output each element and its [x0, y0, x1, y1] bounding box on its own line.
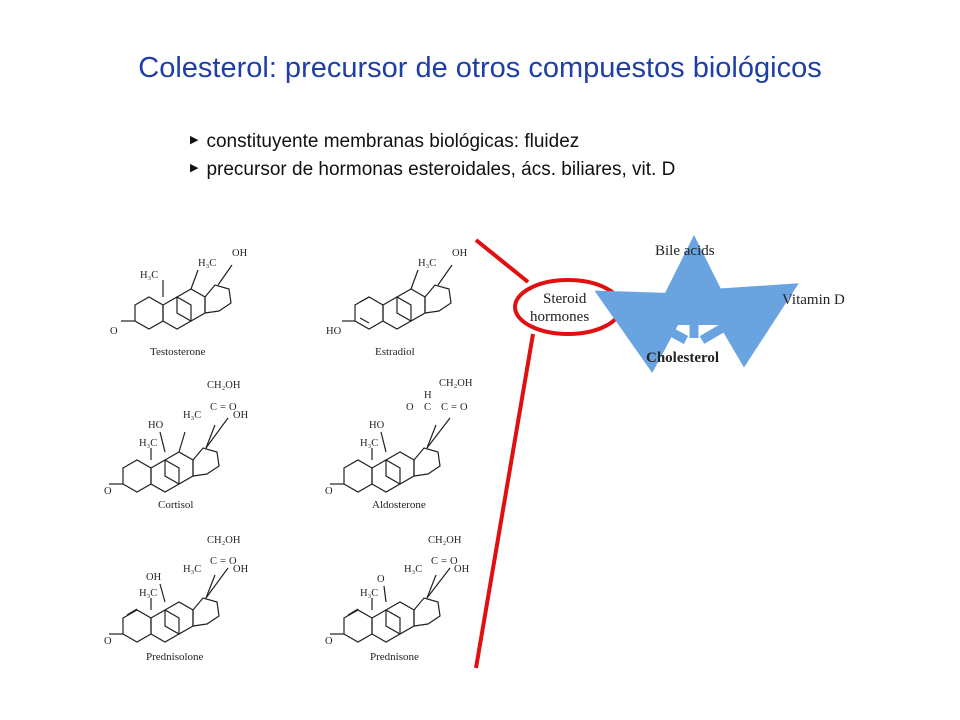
cholesterol-pathways: Bile acids Vitamin D Steroid hormones Ch…	[530, 235, 845, 373]
bullet-item: ▶ precursor de hormonas esteroidales, ác…	[190, 156, 675, 184]
atom-label: O	[229, 556, 237, 567]
atom-label: H₃C	[183, 410, 201, 421]
triangle-bullet-icon: ▶	[190, 134, 199, 146]
triangle-bullet-icon: ▶	[190, 162, 199, 174]
molecule-prednisolone: CH₂OH C = O OH H₃C OH H₃C O Prednisolone	[104, 535, 249, 663]
atom-label: O	[325, 636, 333, 647]
atom-label: =	[220, 556, 226, 567]
atom-label: O	[229, 402, 237, 413]
atom-label: H₃C	[140, 270, 158, 281]
molecule-name: Prednisolone	[146, 651, 204, 663]
molecule-testosterone: OH H₃C H₃C O Testosterone	[110, 248, 248, 358]
bullet-text: constituyente membranas biológicas: flui…	[206, 131, 580, 152]
atom-label: O	[450, 556, 458, 567]
atom-label: O	[406, 402, 414, 413]
arrow-to-steroid-hormones	[594, 290, 695, 373]
molecule-name: Aldosterone	[372, 499, 426, 511]
cholesterol-label: Cholesterol	[646, 350, 719, 366]
bullet-list: ▶ constituyente membranas biológicas: fl…	[190, 128, 675, 184]
atom-label: H₃C	[183, 564, 201, 575]
atom-label: C	[210, 402, 217, 413]
bile-acids-label: Bile acids	[655, 243, 715, 259]
atom-label: OH	[233, 564, 249, 575]
molecule-name: Testosterone	[150, 346, 206, 358]
atom-label: H₃C	[139, 588, 157, 599]
molecule-name: Prednisone	[370, 651, 419, 663]
atom-label: O	[325, 486, 333, 497]
callout-line-upper	[474, 238, 530, 284]
atom-label: HO	[326, 326, 342, 337]
atom-label: HO	[148, 420, 164, 431]
atom-label: C	[424, 402, 431, 413]
atom-label: CH₂OH	[439, 378, 473, 389]
atom-label: CH₂OH	[428, 535, 462, 546]
molecule-name: Cortisol	[158, 499, 193, 511]
atom-label: =	[451, 402, 457, 413]
atom-label: H₃C	[404, 564, 422, 575]
atom-label: H₃C	[418, 258, 436, 269]
atom-label: O	[460, 402, 468, 413]
molecule-name: Estradiol	[375, 346, 415, 358]
atom-label: H₃C	[198, 258, 216, 269]
atom-label: C	[431, 556, 438, 567]
molecule-estradiol: OH H₃C HO Estradiol	[326, 248, 468, 358]
slide-title: Colesterol: precursor de otros compuesto…	[138, 52, 822, 84]
atom-label: H₃C	[139, 438, 157, 449]
atom-label: O	[377, 574, 385, 585]
steroid-label-line1: Steroid	[543, 291, 587, 307]
atom-label: H	[424, 390, 432, 401]
atom-label: =	[441, 556, 447, 567]
atom-label: O	[104, 636, 112, 647]
vitamin-d-label: Vitamin D	[782, 292, 845, 308]
atom-label: OH	[232, 248, 248, 259]
callout-line-lower	[474, 333, 535, 669]
atom-label: =	[220, 402, 226, 413]
molecule-aldosterone: CH₂OH H O C C = O HO H₃C O Aldosterone	[325, 378, 473, 511]
bullet-text: precursor de hormonas esteroidales, ács.…	[206, 159, 676, 180]
steroid-label-line2: hormones	[530, 309, 589, 325]
atom-label: CH₂OH	[207, 380, 241, 391]
atom-label: H₃C	[360, 438, 378, 449]
atom-label: OH	[452, 248, 468, 259]
molecule-cortisol: CH₂OH C = O OH H₃C HO H₃C O Cortisol	[104, 380, 249, 511]
atom-label: OH	[146, 572, 162, 583]
atom-label: HO	[369, 420, 385, 431]
arrow-to-vitamin-d	[698, 283, 799, 368]
atom-label: CH₂OH	[207, 535, 241, 546]
atom-label: C	[441, 402, 448, 413]
atom-label: H₃C	[360, 588, 378, 599]
atom-label: OH	[233, 410, 249, 421]
molecule-prednisone: CH₂OH C = O OH H₃C O H₃C O Prednisone	[325, 535, 470, 663]
atom-label: C	[210, 556, 217, 567]
atom-label: O	[110, 326, 118, 337]
atom-label: OH	[454, 564, 470, 575]
bullet-item: ▶ constituyente membranas biológicas: fl…	[190, 128, 675, 156]
highlight-ellipse	[513, 278, 623, 336]
atom-label: O	[104, 486, 112, 497]
